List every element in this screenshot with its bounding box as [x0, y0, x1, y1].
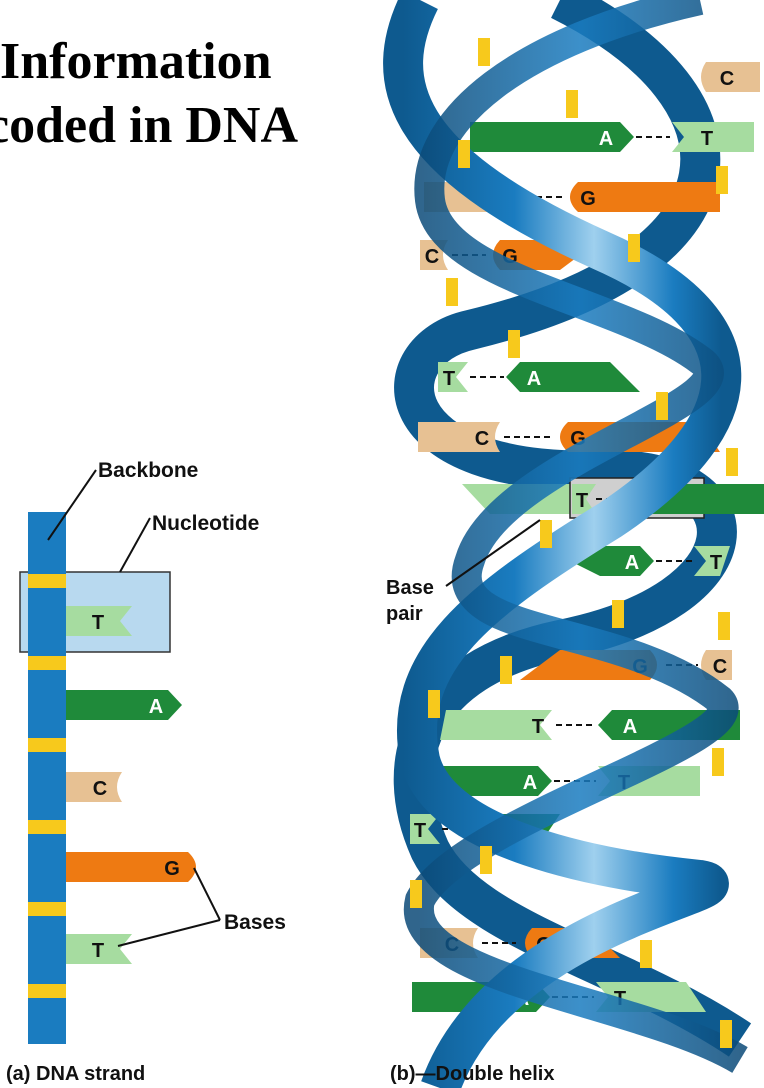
nucleotide-label: Nucleotide [152, 512, 259, 535]
helix-pair-1: C [701, 62, 760, 92]
strand-base-3-letter: C [93, 778, 107, 800]
helix-pair-12-left: T [414, 820, 426, 842]
helix-pair-8-left: A [625, 552, 639, 574]
helix-pair-11-left: A [523, 772, 537, 794]
caption-a: (a) DNA strand [6, 1063, 145, 1085]
helix-pair-5: T A [438, 362, 640, 392]
strand-base-2: A [66, 690, 182, 720]
helix-pair-2-left: A [599, 128, 613, 150]
double-helix-panel: C A T C G C [386, 0, 764, 1088]
caption-b: (b)—Double helix [390, 1063, 554, 1085]
strand-base-1-letter: T [92, 612, 104, 634]
strand-base-2-letter: A [149, 696, 163, 718]
strand-base-4: G [66, 852, 196, 882]
base-pair-label-line2: pair [386, 603, 423, 625]
dna-strand-panel: T A C G T Backbone Nucleotide [6, 459, 286, 1085]
helix-pair-8-right: T [710, 552, 722, 574]
helix-pair-9-right: C [713, 656, 727, 678]
helix-pair-2-right: T [701, 128, 713, 150]
helix-pair-6-left: C [475, 428, 489, 450]
helix-pair-10-right: A [623, 716, 637, 738]
helix-pair-3-right: G [580, 188, 596, 210]
helix-pair-4-left: C [425, 246, 439, 268]
helix-pair-7-left: T [576, 490, 588, 512]
helix-pair-1-right: C [720, 68, 734, 90]
strand-base-5-letter: T [92, 940, 104, 962]
base-pair-label-line1: Base [386, 577, 434, 599]
backbone-label: Backbone [98, 459, 198, 482]
helix-pair-10-left: T [532, 716, 544, 738]
helix-front-ribbon [403, 0, 721, 1088]
backbone-bar [28, 512, 66, 1044]
strand-base-5: T [66, 934, 132, 964]
helix-pair-2: A T [470, 122, 754, 152]
helix-pair-5-right: A [527, 368, 541, 390]
helix-pair-5-left: T [443, 368, 455, 390]
strand-base-3: C [66, 772, 122, 802]
bases-label: Bases [224, 911, 286, 934]
strand-base-4-letter: G [164, 858, 180, 880]
